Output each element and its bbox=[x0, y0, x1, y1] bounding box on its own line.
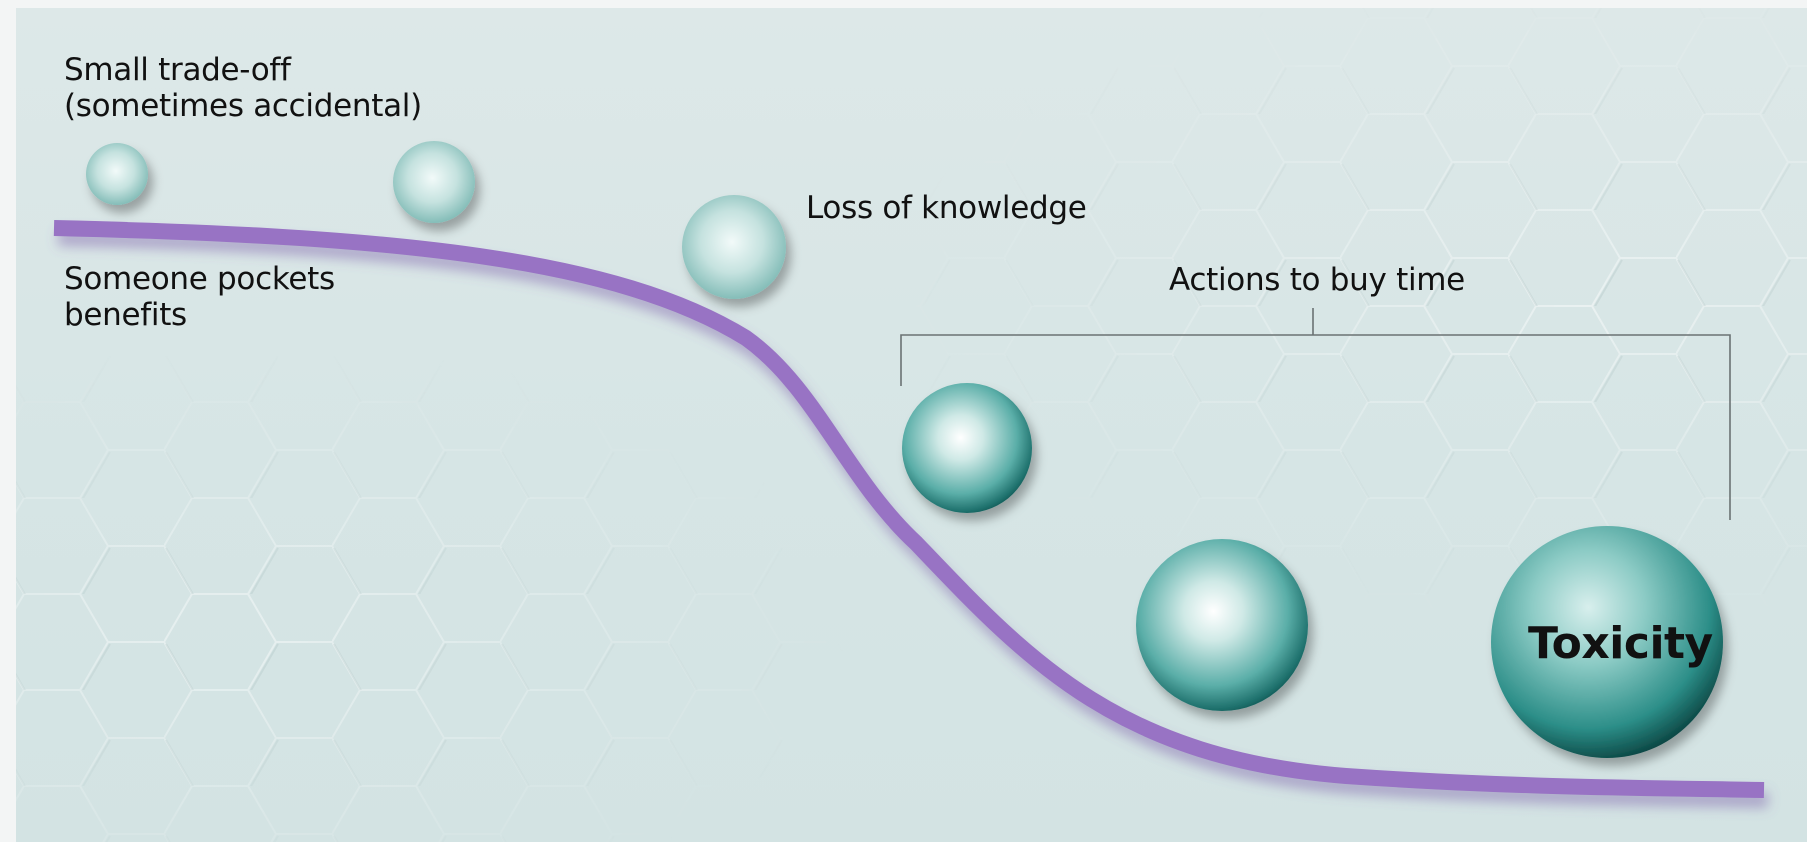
decline-curve bbox=[53, 220, 1765, 798]
sphere-5 bbox=[1136, 539, 1308, 711]
sphere-2 bbox=[393, 141, 475, 223]
diagram-graphics bbox=[16, 8, 1807, 842]
sphere-toxicity bbox=[1491, 526, 1723, 758]
diagram-panel: Small trade-off (sometimes accidental) S… bbox=[16, 8, 1807, 842]
sphere-1 bbox=[86, 143, 148, 205]
actions-bracket bbox=[900, 308, 1731, 520]
sphere-4 bbox=[902, 383, 1032, 513]
label-someone-pockets: Someone pockets benefits bbox=[64, 261, 335, 333]
label-small-tradeoff: Small trade-off (sometimes accidental) bbox=[64, 52, 422, 124]
label-toxicity: Toxicity bbox=[1528, 618, 1713, 669]
label-actions-to-buy-time: Actions to buy time bbox=[1169, 262, 1465, 298]
label-loss-of-knowledge: Loss of knowledge bbox=[806, 190, 1087, 226]
sphere-3 bbox=[682, 195, 786, 299]
